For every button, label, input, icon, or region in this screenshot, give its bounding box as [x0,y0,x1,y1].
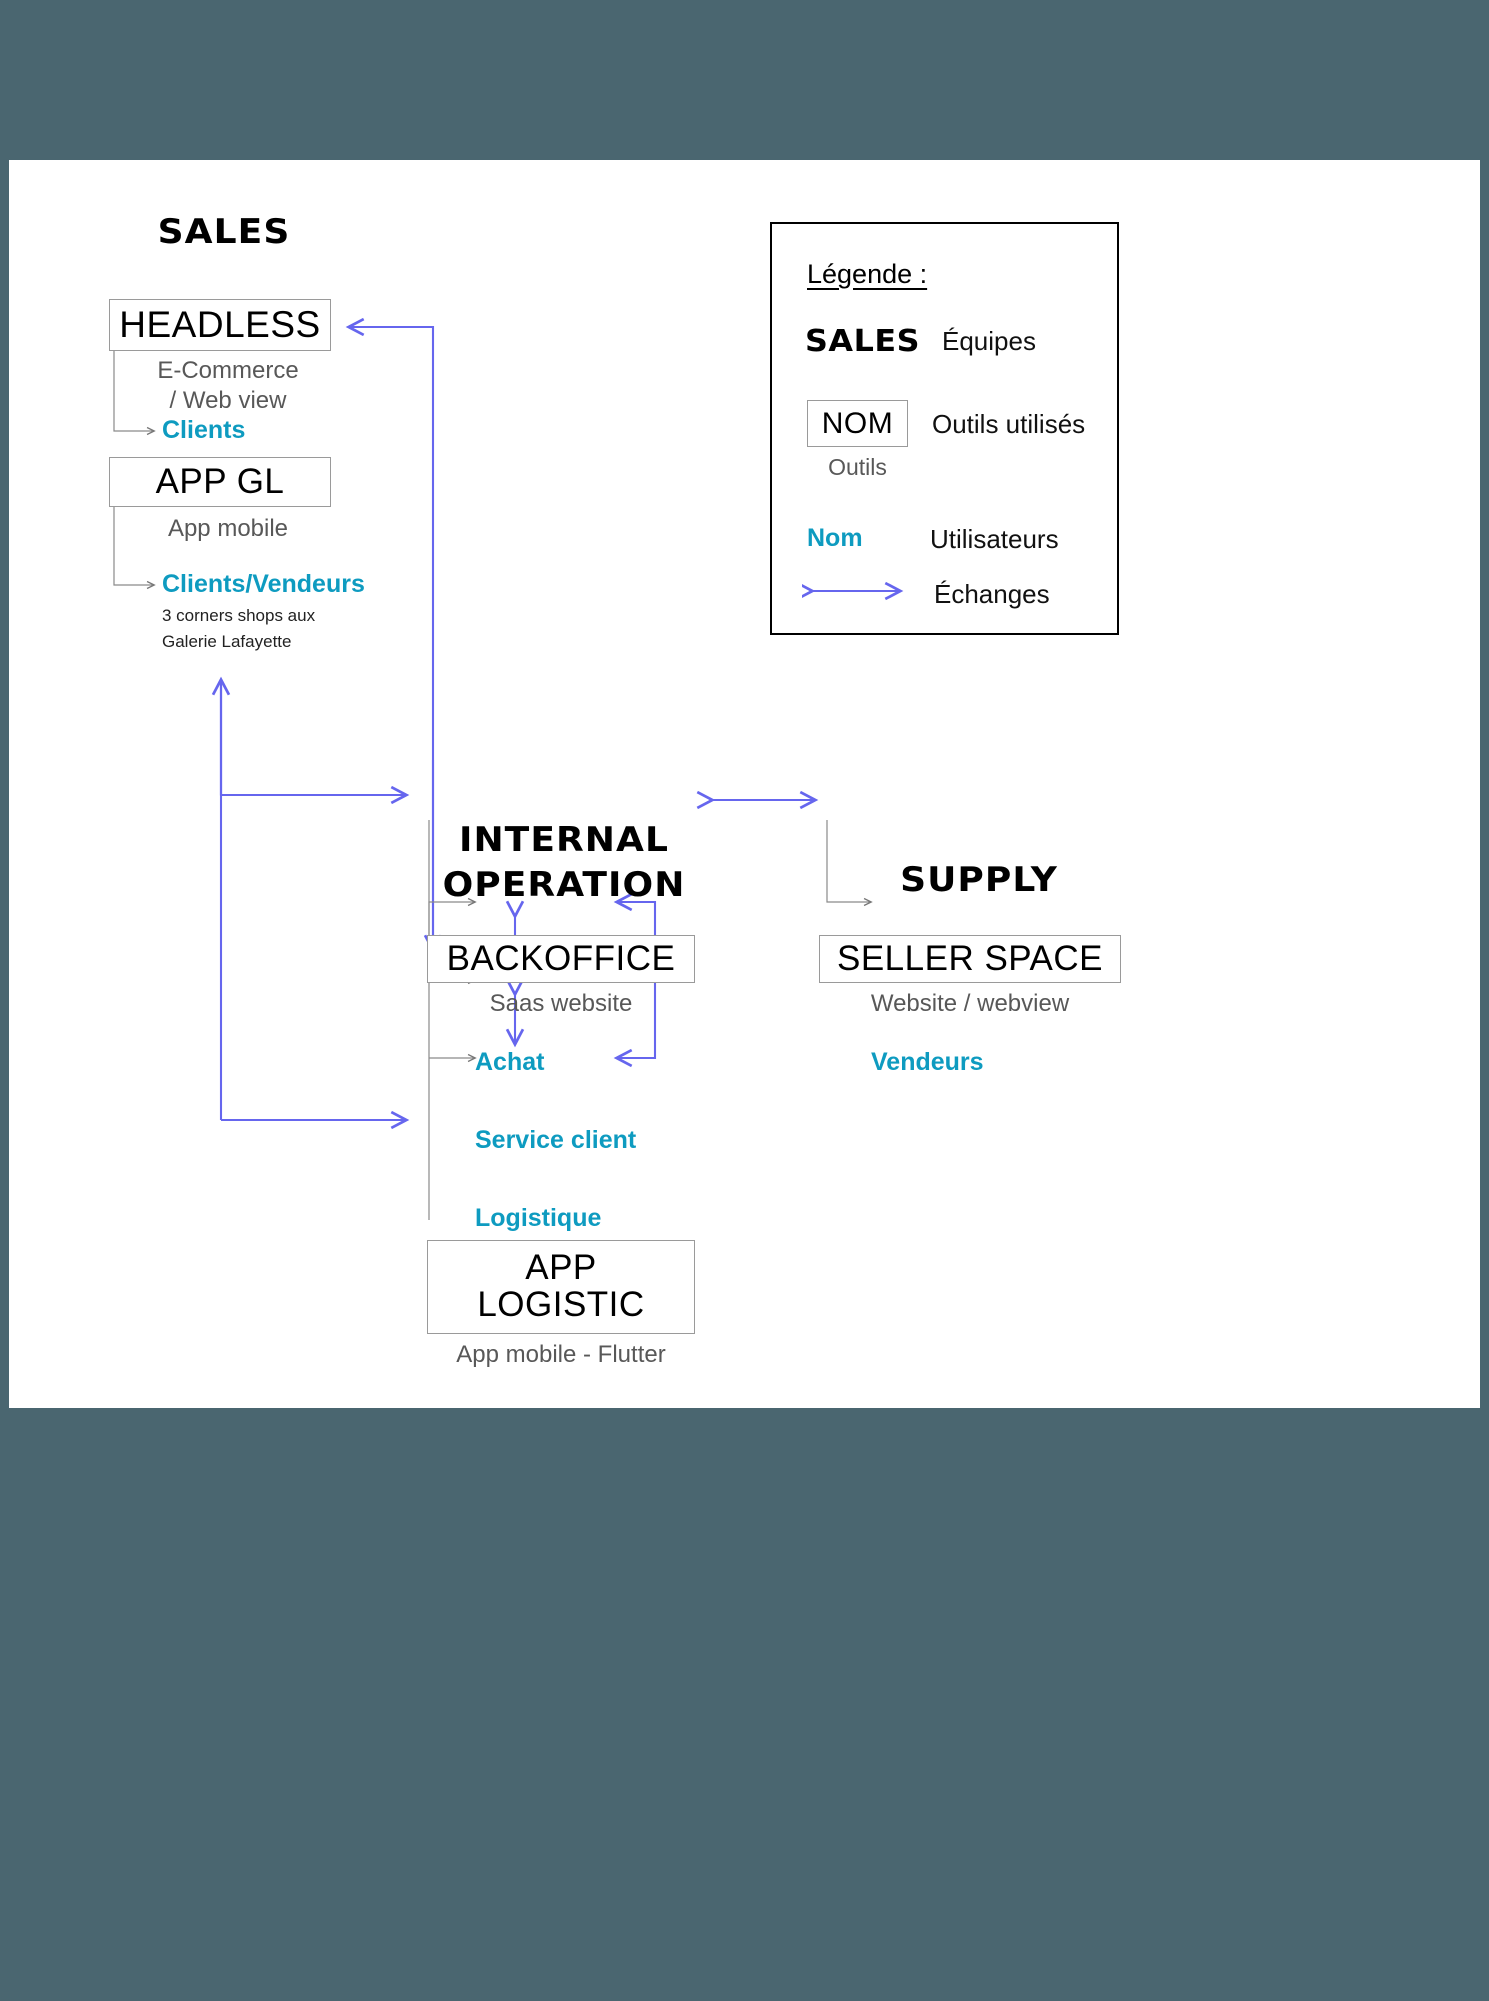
team-title-supply: SUPPLY [900,860,1058,900]
app-logistic-line1: APP [525,1248,597,1288]
tool-box-app-logistic[interactable]: APP LOGISTIC [427,1240,695,1334]
diagram-canvas: SALES HEADLESS E-Commerce / Web view Cli… [9,160,1480,1408]
user-label-logistique[interactable]: Logistique [475,1204,602,1232]
app-logistic-line2: LOGISTIC [477,1285,645,1324]
legend-sample-team: SALES [805,324,921,359]
note-app-gl: 3 corners shops aux Galerie Lafayette [162,606,316,652]
user-label-clients[interactable]: Clients [162,416,246,444]
tool-box-headless[interactable]: HEADLESS [109,299,331,351]
team-title-internal-line2: OPERATION [442,865,686,905]
tool-subtitle-backoffice: Saas website [489,990,633,1017]
tool-subtitle-seller-space: Website / webview [870,990,1070,1017]
legend-title: Légende : [807,259,928,289]
tool-subtitle-app-logistic: App mobile - Flutter [456,1341,666,1368]
tool-subtitle-app-gl: App mobile [167,515,289,542]
legend-label-outils-utilises: Outils utilisés [932,409,1086,439]
legend-label-equipes: Équipes [942,326,1036,356]
legend-sample-user: Nom [807,524,863,552]
arrow-applogistic-to-appgl [219,680,410,1130]
legend-label-utilisateurs: Utilisateurs [930,524,1059,554]
arrow-appgl-to-backoffice [211,676,410,805]
legend-label-echanges: Échanges [934,579,1050,609]
user-label-clients-vendeurs[interactable]: Clients/Vendeurs [162,570,365,598]
legend-sample-exchange-arrow [802,581,904,601]
user-label-achat[interactable]: Achat [475,1048,545,1076]
legend-sample-tool: NOM [807,400,908,447]
legend-sample-tool-sub: Outils [828,454,887,480]
legend-panel: Légende : SALES Équipes NOM Outils Outil… [770,222,1119,635]
tool-box-app-gl[interactable]: APP GL [109,457,331,507]
team-title-sales: SALES [157,212,291,252]
arrow-backoffice-to-headless [345,317,443,954]
user-label-service-client[interactable]: Service client [475,1126,637,1154]
tool-box-backoffice[interactable]: BACKOFFICE [427,935,695,983]
tool-box-seller-space[interactable]: SELLER SPACE [819,935,1121,983]
tool-subtitle-headless: E-Commerce / Web view [157,357,299,414]
team-title-internal-line1: INTERNAL [458,820,670,860]
user-label-vendeurs[interactable]: Vendeurs [871,1048,984,1076]
